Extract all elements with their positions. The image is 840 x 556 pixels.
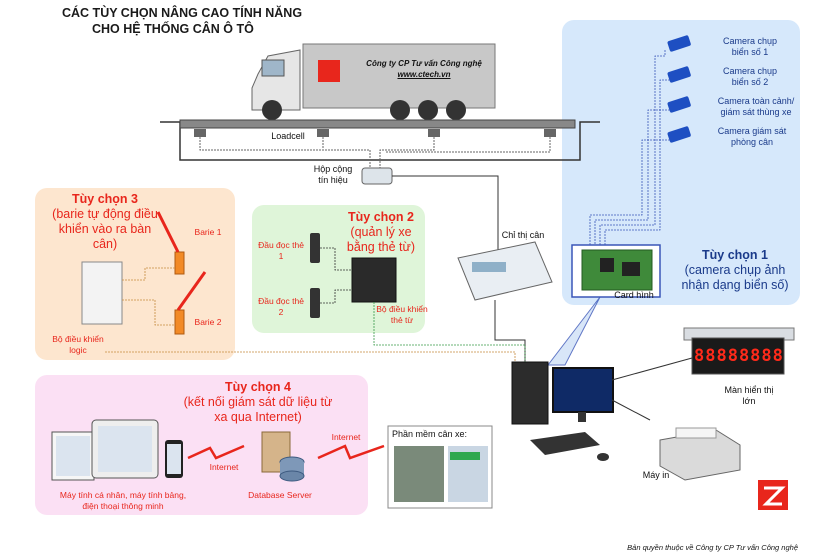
option4-text: Tùy chọn 4 (kết nối giám sát dữ liệu từ … [178, 380, 338, 425]
option1-text: Tùy chọn 1 (camera chụp ảnh nhận dạng bi… [670, 248, 800, 293]
monitor-stand [578, 412, 586, 422]
option2-title: Tùy chọn 2 [348, 210, 414, 224]
devices-label: Máy tính cá nhân, máy tính bảng, điện th… [59, 490, 187, 511]
server-label: Database Server [248, 490, 312, 500]
option2-desc: (quản lý xe bằng thẻ từ) [346, 225, 416, 254]
indicator-screen [472, 262, 506, 272]
rfid-controller [351, 257, 397, 303]
pc-tower [511, 361, 549, 425]
copyright-text: Bản quyền thuộc về Công ty CP Tư vấn Côn… [627, 543, 798, 552]
option3-text: Tùy chọn 3 (barie tự động điều khiển vào… [45, 192, 165, 252]
truck-logo [318, 60, 340, 82]
software-weight [450, 452, 480, 460]
diagram-title: CÁC TÙY CHỌN NÂNG CAO TÍNH NĂNG CHO HỆ T… [62, 5, 302, 37]
option4-title: Tùy chọn 4 [225, 380, 291, 394]
big-display [691, 337, 785, 375]
reader2-label: Đầu đọc thẻ 2 [258, 296, 304, 317]
card-chip [600, 258, 614, 272]
barrier1-label: Barie 1 [194, 227, 222, 237]
option3-desc: (barie tự động điều khiển vào ra bàn cân… [52, 207, 158, 251]
camera-label-1: Camera chụp biển số 1 [722, 36, 778, 57]
title-line-1: CÁC TÙY CHỌN NÂNG CAO TÍNH NĂNG [62, 6, 303, 20]
mouse [597, 453, 609, 461]
reader1-label: Đầu đọc thẻ 1 [258, 240, 304, 261]
barrier2-label: Barie 2 [194, 317, 222, 327]
truck-website: www.ctech.vn [397, 70, 451, 79]
camera-label-3: Camera toàn cảnh/ giám sát thùng xe [717, 96, 795, 117]
camera-cables [589, 50, 670, 245]
camera-label-4: Camera giám sát phòng cân [717, 126, 787, 147]
option4-desc: (kết nối giám sát dữ liệu từ xa qua Inte… [183, 395, 333, 424]
phone-screen [167, 444, 181, 474]
camera-icon [667, 35, 691, 52]
truck-window [261, 59, 285, 77]
camera-icon [667, 96, 691, 113]
company-logo-mark [762, 486, 786, 506]
option3-panel [35, 188, 235, 360]
indicator-label: Chỉ thị cân [501, 230, 545, 240]
truck-wheel [446, 100, 466, 120]
truck-text: Công ty CP Tư vấn Công nghệ www.ctech.vn [356, 58, 492, 80]
truck-wheel [418, 100, 438, 120]
camera-label-2: Camera chụp biển số 2 [722, 66, 778, 87]
keyboard [530, 432, 600, 455]
truck-wheel [262, 100, 282, 120]
card-callout [546, 296, 601, 366]
junction-label: Hộp cộng tín hiệu [313, 164, 353, 185]
barrier-cables [122, 267, 175, 326]
rfid-computer-cable [373, 302, 526, 370]
capture-card [581, 249, 653, 291]
card-chip [622, 262, 640, 276]
option1-title: Tùy chọn 1 [702, 248, 768, 262]
printer-cable [611, 399, 651, 421]
camera-icon [667, 126, 691, 143]
card-reader1 [310, 233, 320, 263]
internet-label-2: Internet [331, 432, 361, 442]
internet-label-1: Internet [209, 462, 239, 472]
scale-platform [179, 119, 576, 129]
option3-title: Tùy chọn 3 [72, 192, 138, 206]
software-cam-view [394, 446, 444, 502]
title-line-2: CHO HỆ THỐNG CÂN Ô TÔ [92, 22, 254, 36]
internet-link-2 [317, 444, 385, 460]
database-base [279, 470, 305, 482]
reader-cables [320, 247, 352, 304]
camera-icons [667, 35, 691, 143]
logic-label: Bộ điều khiển logic [52, 334, 104, 355]
monitor-device-content [98, 426, 152, 472]
plc-computer-cable [105, 351, 516, 378]
junction-box [361, 167, 393, 185]
printer-paper [675, 427, 717, 439]
card-label: Card hình [614, 290, 654, 300]
loadcell [428, 129, 440, 137]
option2-text: Tùy chọn 2 (quản lý xe bằng thẻ từ) [338, 210, 424, 255]
display-label: Màn hiển thị lớn [724, 385, 774, 406]
card-reader2 [310, 288, 320, 318]
laptop-screen-content [56, 436, 90, 476]
indicator-cable [494, 300, 526, 365]
display-cable [611, 357, 693, 381]
barrier1-arm [156, 211, 180, 253]
camera-icon [667, 66, 691, 83]
display-digits: 88888888 [694, 346, 784, 366]
barrier2-arm [176, 271, 207, 311]
option1-desc: (camera chụp ảnh nhận dạng biển số) [681, 263, 789, 292]
truck-company: Công ty CP Tư vấn Công nghệ [366, 59, 482, 68]
printer-label: Máy in [642, 470, 670, 480]
loadcell [317, 129, 329, 137]
internet-link-1 [187, 444, 245, 460]
barrier1-post [174, 251, 185, 275]
software-label: Phần mềm cân xe: [392, 429, 468, 439]
controller-label: Bộ điều khiển thẻ từ [376, 304, 428, 325]
pc-monitor [552, 367, 614, 413]
barrier2-post [174, 309, 185, 335]
loadcell-label: Loadcell [271, 131, 305, 141]
plc-box [81, 261, 123, 325]
loadcell-cables [199, 137, 551, 170]
signal-cable [392, 175, 499, 250]
truck-wheel [390, 100, 410, 120]
loadcell [544, 129, 556, 137]
loadcell [194, 129, 206, 137]
